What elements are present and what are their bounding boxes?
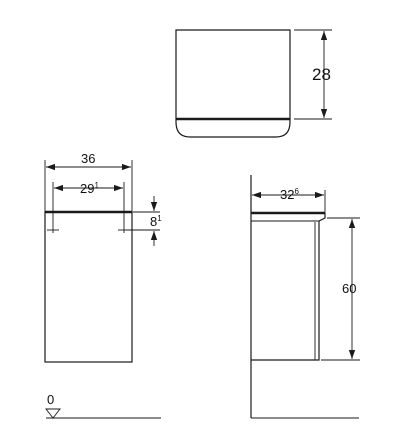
side-height-label: 60 <box>342 281 356 296</box>
floor-reference: 0 <box>45 392 161 419</box>
front-view-outline <box>44 211 133 363</box>
floor-level-triangle <box>45 408 61 419</box>
hole-spacing-label: 291 <box>80 181 99 196</box>
hole-offset-label: 81 <box>150 214 162 229</box>
floor-level-label: 0 <box>47 392 54 407</box>
top-view-outline <box>175 29 291 138</box>
front-view: 36 291 81 <box>44 151 162 363</box>
top-view: 28 <box>175 29 332 138</box>
side-view-outline <box>251 212 326 361</box>
side-view: 326 60 <box>250 175 360 419</box>
top-depth-label: 28 <box>312 65 331 84</box>
side-depth-label: 326 <box>280 187 299 202</box>
front-width-label: 36 <box>81 151 95 166</box>
